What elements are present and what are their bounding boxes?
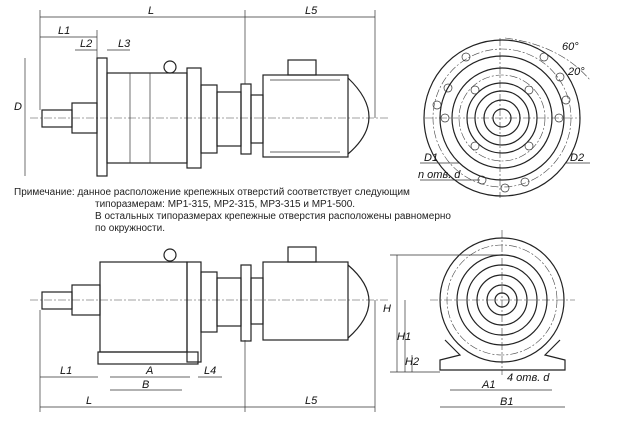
dim-H1: H1 [397,331,411,343]
foot-holes-label: 4 отв. d [507,372,550,384]
dim-L-bottom: L [86,395,92,407]
dim-L1-bottom: L1 [60,365,72,377]
dim-L3: L3 [118,38,131,50]
dim-L4: L4 [204,365,216,377]
gearmotor-side-view-top: L L5 L1 L2 L3 D [14,5,390,177]
dim-L5-bottom: L5 [305,395,318,407]
dim-B1: B1 [500,396,513,408]
holes-label: n отв. d [418,169,461,181]
angle-20: 20° [567,66,585,78]
dim-B: B [142,379,149,391]
dim-D: D [14,101,22,113]
dim-D1: D1 [424,152,438,164]
note-prefix: Примечание: [14,187,75,198]
angle-60: 60° [562,41,579,53]
note-line3: В остальных типоразмерах крепежные отвер… [95,211,451,222]
dim-L2: L2 [80,38,92,50]
dim-H: H [383,303,391,315]
dim-L: L [148,5,154,17]
dim-L1: L1 [58,25,70,37]
note-line2: типоразмерам: МР1-315, МР2-315, МР3-315 … [95,199,356,210]
foot-end-view: H H1 H2 A1 B1 4 отв. d [383,230,575,408]
note-line1: данное расположение крепежных отверстий … [77,187,410,198]
note-text: Примечание: данное расположение крепежны… [14,187,451,235]
dim-D2: D2 [570,152,584,164]
gearmotor-side-view-bottom: L1 A B L4 L L5 [30,246,390,412]
flange-end-view: 60° 20° D1 D2 n отв. d [418,37,591,198]
dim-A: A [145,365,153,377]
dim-L5: L5 [305,5,318,17]
dim-H2: H2 [405,356,419,368]
dim-A1: A1 [481,379,495,391]
note-line4: по окружности. [95,223,165,234]
